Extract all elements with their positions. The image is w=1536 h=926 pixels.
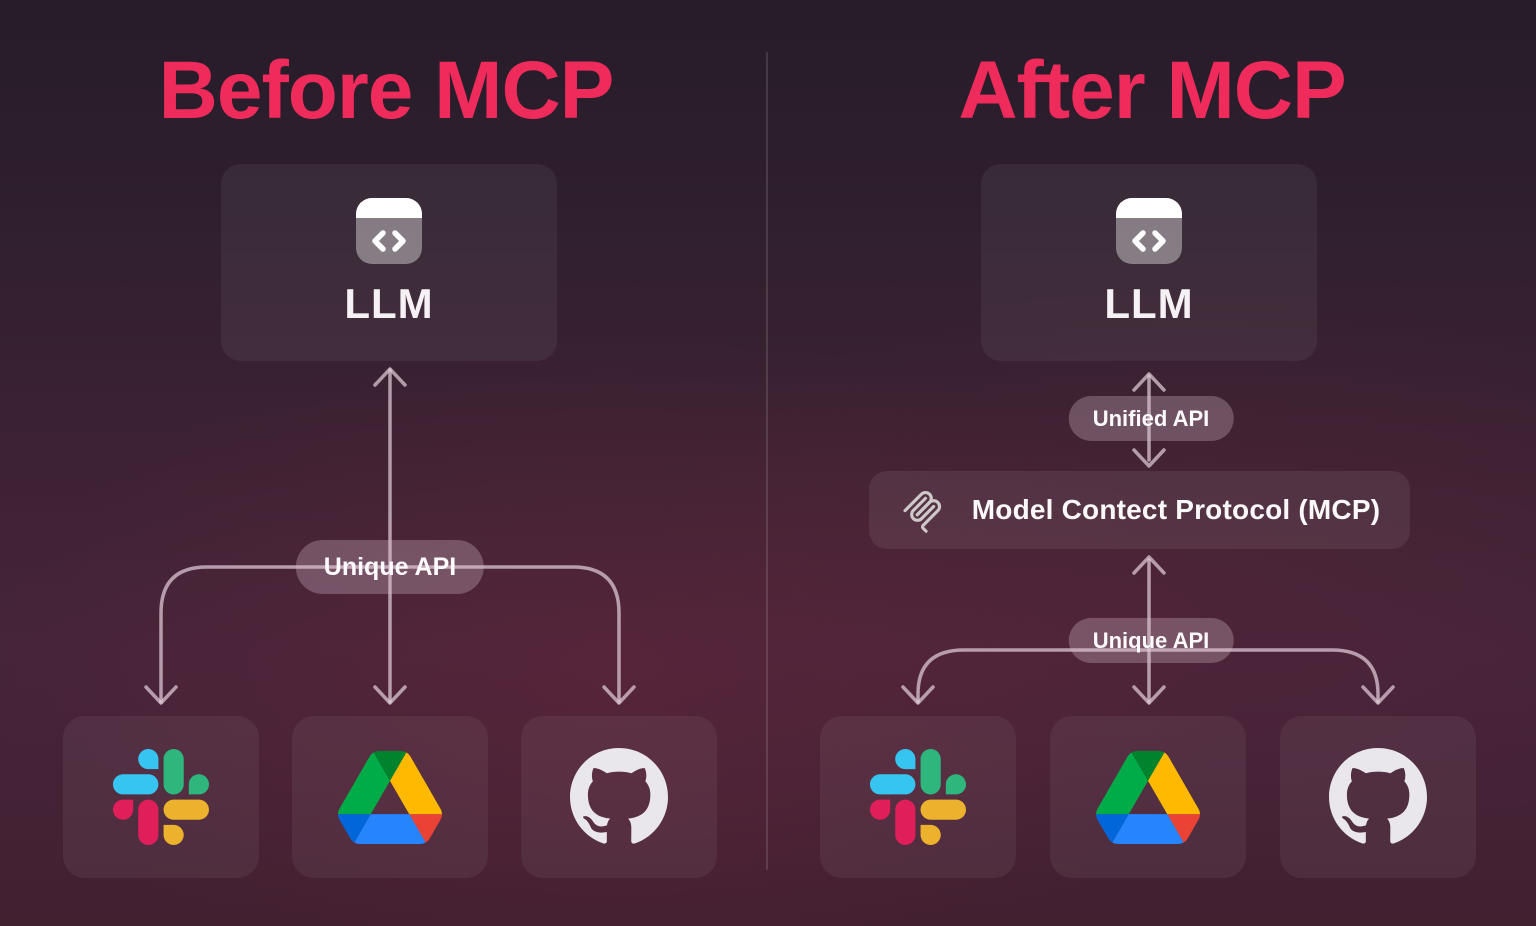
after-service-slack xyxy=(820,716,1016,878)
llm-label: LLM xyxy=(344,279,434,327)
section-divider xyxy=(766,52,768,870)
slack-icon xyxy=(113,749,209,845)
mcp-protocol-label: Model Contect Protocol (MCP) xyxy=(971,494,1381,525)
before-unique-api-pill: Unique API xyxy=(295,540,485,594)
code-window-icon xyxy=(1116,197,1182,264)
after-service-google-drive xyxy=(1050,716,1246,878)
code-window-icon xyxy=(356,197,422,264)
before-service-google-drive xyxy=(292,716,488,878)
mcp-protocol-box: Model Contect Protocol (MCP) xyxy=(869,471,1410,549)
mcp-logo-icon xyxy=(903,490,941,533)
before-llm-node: LLM xyxy=(221,164,557,361)
llm-label: LLM xyxy=(1104,279,1194,327)
after-unique-api-pill: Unique API xyxy=(1068,618,1234,663)
before-service-slack xyxy=(63,716,259,878)
before-mcp-title: Before MCP xyxy=(158,45,615,136)
github-icon xyxy=(570,748,668,844)
google-drive-icon xyxy=(338,750,442,844)
after-unified-api-pill: Unified API xyxy=(1068,396,1234,441)
slack-icon xyxy=(870,749,966,845)
github-icon xyxy=(1329,748,1427,844)
after-mcp-title: After MCP xyxy=(958,45,1346,136)
after-llm-node: LLM xyxy=(981,164,1317,361)
google-drive-icon xyxy=(1096,750,1200,844)
before-service-github xyxy=(521,716,717,878)
after-service-github xyxy=(1280,716,1476,878)
